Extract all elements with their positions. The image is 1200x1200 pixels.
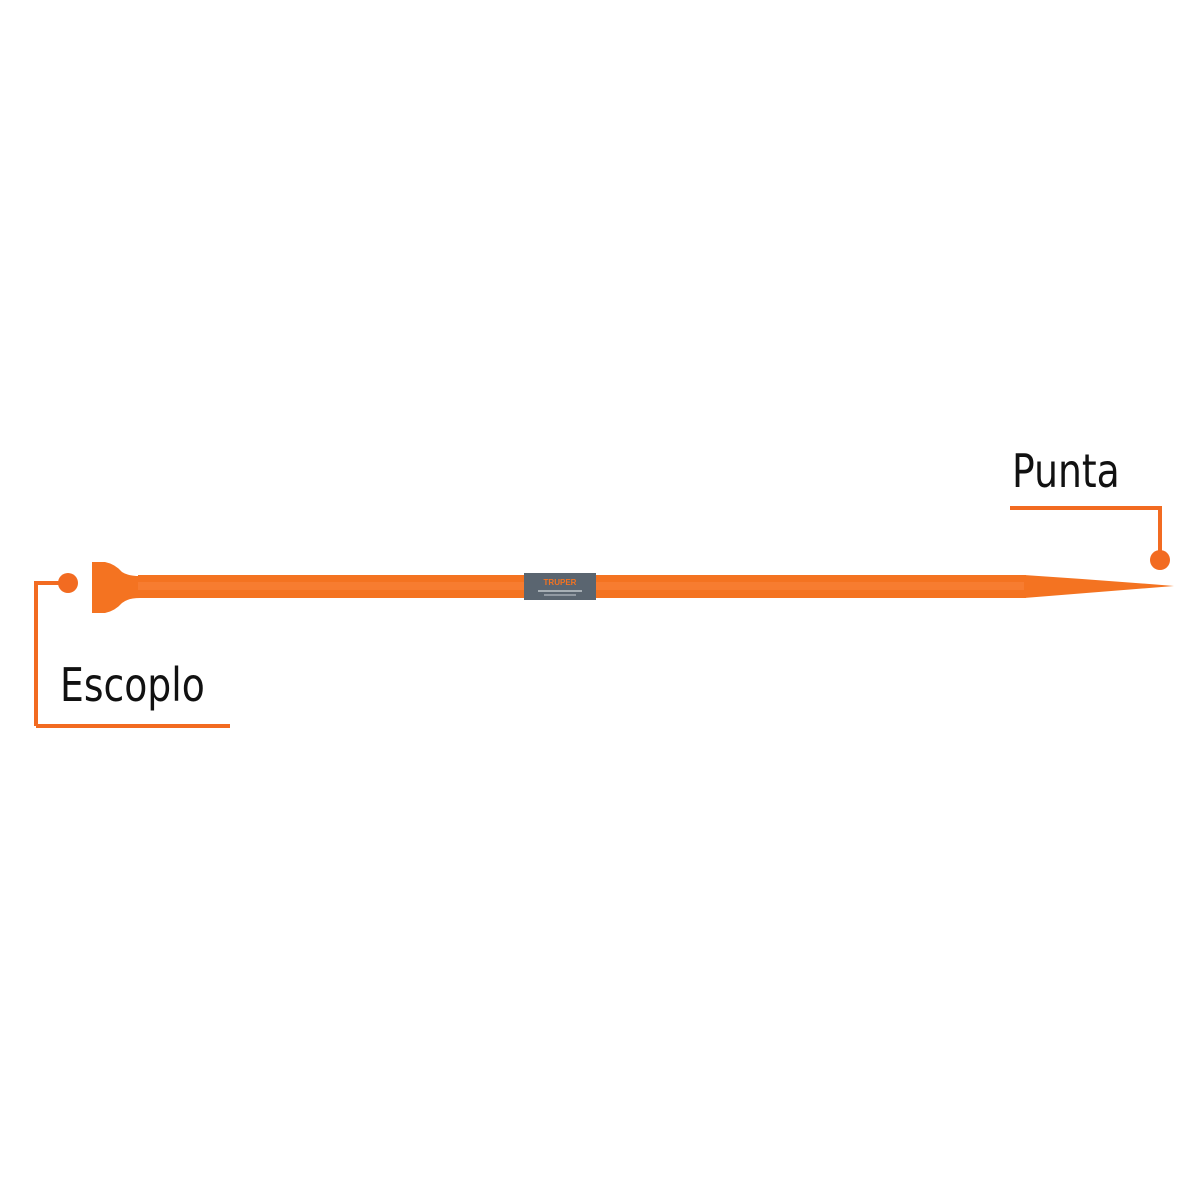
- shaft-left-highlight: [138, 582, 524, 590]
- punta-callout-dot: [1150, 550, 1170, 570]
- label-fine-print-2: [544, 594, 576, 596]
- escoplo-label: Escoplo: [60, 658, 205, 712]
- punta-callout: [1010, 506, 1170, 570]
- label-fine-print: [538, 590, 582, 592]
- pry-bar: TRUPER: [92, 562, 1174, 613]
- escoplo-callout-dot: [58, 573, 78, 593]
- chisel-end: [92, 562, 140, 613]
- escoplo-callout-line: [34, 581, 66, 726]
- shaft-right-highlight: [596, 582, 1026, 590]
- pointed-tip: [1024, 575, 1174, 598]
- punta-label: Punta: [1012, 444, 1120, 498]
- punta-callout-line: [1010, 506, 1162, 556]
- brand-logo: TRUPER: [544, 578, 577, 587]
- escoplo-callout: [34, 573, 230, 728]
